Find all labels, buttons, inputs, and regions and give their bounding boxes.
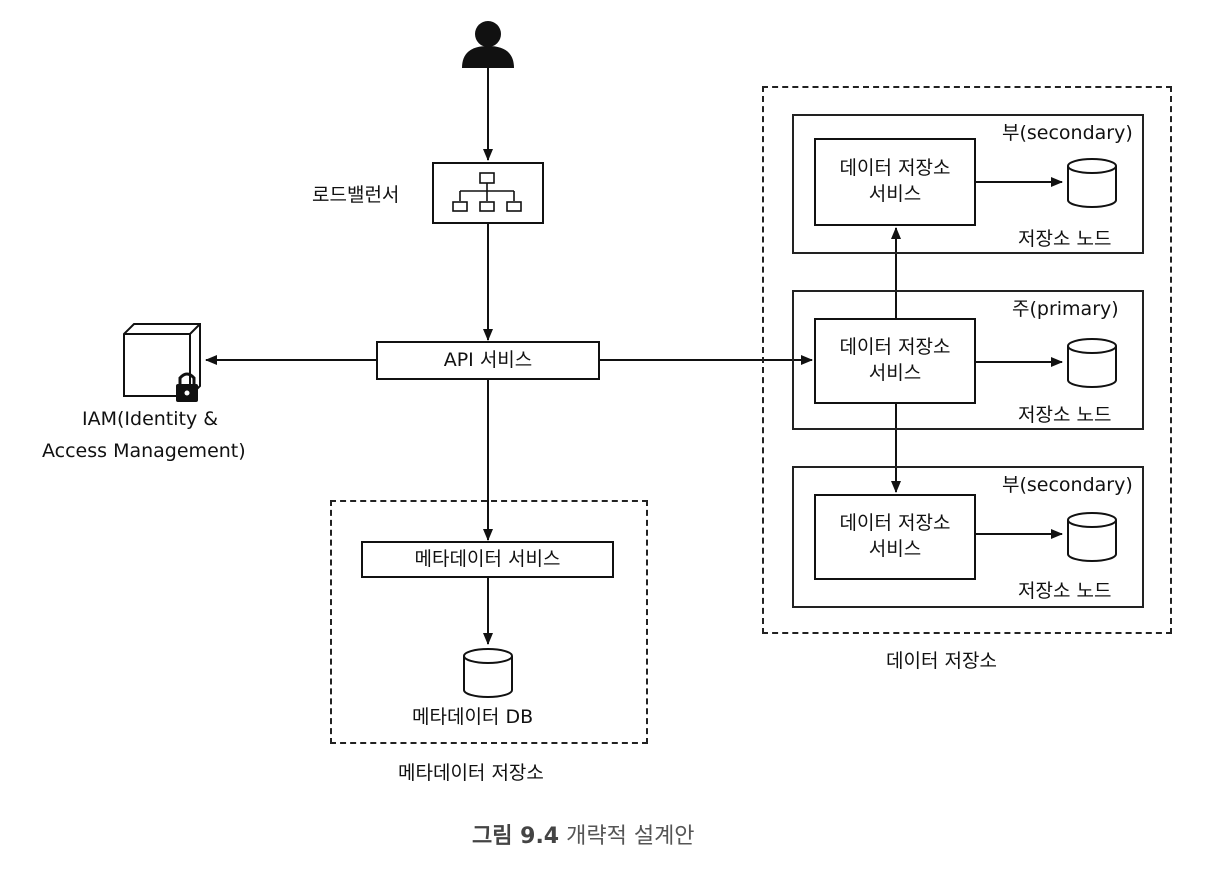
figure-title: 개략적 설계안 (559, 824, 695, 849)
database-icon (1067, 512, 1117, 562)
api-service-box: API 서비스 (376, 341, 600, 380)
storage-node-label: 저장소 노드 (1018, 580, 1112, 602)
service-label-line2: 서비스 (868, 183, 922, 205)
iam-label-line2: Access Management) (42, 440, 246, 462)
service-label-line1: 데이터 저장소 (839, 512, 951, 535)
service-label-line2: 서비스 (868, 362, 922, 384)
data-store-service-box: 데이터 저장소 서비스 (814, 138, 976, 226)
iam-lock-box-icon (123, 323, 201, 402)
database-icon (463, 648, 513, 698)
load-balancer-label: 로드밸런서 (312, 184, 400, 206)
storage-node-label: 저장소 노드 (1018, 404, 1112, 426)
service-label-line1: 데이터 저장소 (839, 157, 951, 180)
data-store-label: 데이터 저장소 (886, 650, 997, 672)
replica-primary (792, 290, 1144, 430)
iam-label-line1: IAM(Identity & (82, 408, 219, 430)
replica-secondary-bottom (792, 466, 1144, 608)
replica-role-label: 주(primary) (1012, 298, 1119, 320)
database-icon (1067, 158, 1117, 208)
storage-node-label: 저장소 노드 (1018, 228, 1112, 250)
data-store-container (762, 86, 1172, 634)
replica-secondary-top (792, 114, 1144, 254)
load-balancer-icon (452, 172, 522, 212)
data-store-service-box: 데이터 저장소 서비스 (814, 494, 976, 580)
data-store-service-box: 데이터 저장소 서비스 (814, 318, 976, 404)
metadata-db-label: 메타데이터 DB (412, 706, 534, 728)
metadata-store-label: 메타데이터 저장소 (398, 762, 544, 784)
replica-role-label: 부(secondary) (1002, 474, 1133, 496)
load-balancer-box (432, 162, 544, 224)
metadata-service-box: 메타데이터 서비스 (361, 541, 614, 578)
database-icon (1067, 338, 1117, 388)
figure-caption: 그림 9.4 개략적 설계안 (472, 818, 695, 850)
service-label-line2: 서비스 (868, 538, 922, 560)
service-label-line1: 데이터 저장소 (839, 336, 951, 359)
metadata-store-container (330, 500, 648, 744)
replica-role-label: 부(secondary) (1002, 122, 1133, 144)
figure-number: 그림 9.4 (472, 824, 560, 849)
user-icon (462, 21, 514, 68)
